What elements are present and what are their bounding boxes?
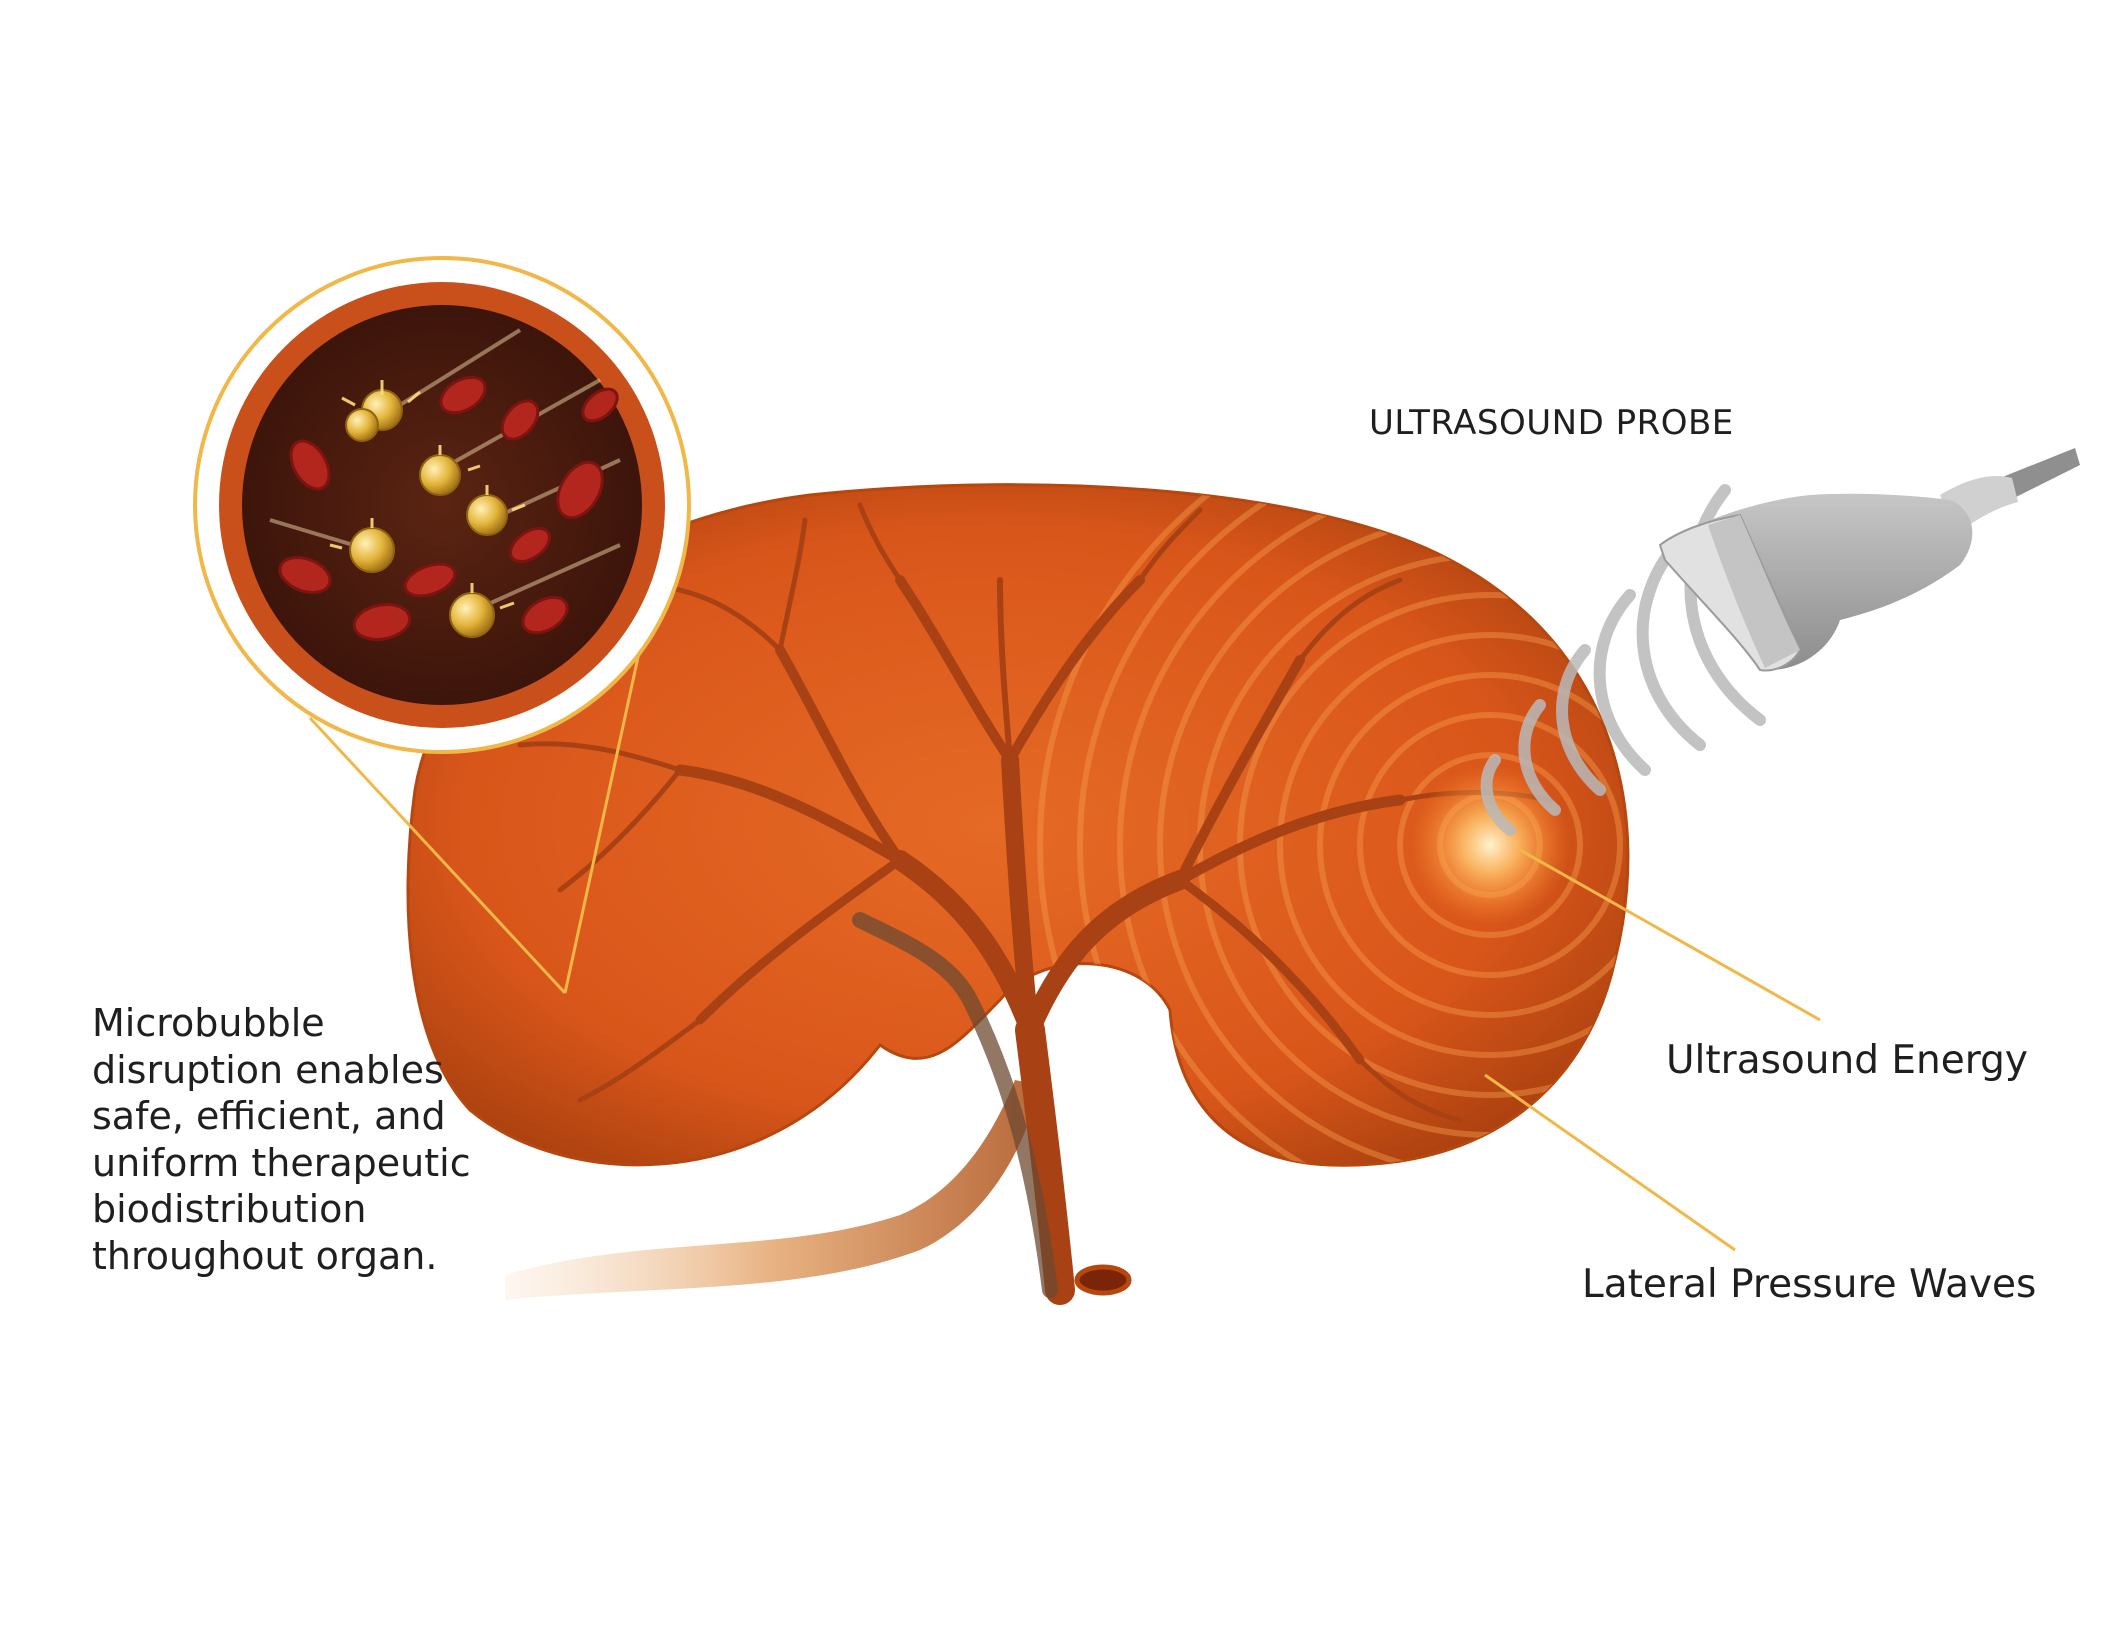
ultrasound-energy-arcs [1480, 484, 1766, 836]
magnified-vessel-icon [193, 256, 691, 754]
ultrasound-probe-icon [1658, 448, 2080, 672]
description-line: biodistribution [92, 1187, 367, 1231]
description-line: throughout organ. [92, 1233, 438, 1278]
kidney-illustration [406, 483, 1630, 1305]
microbubbles [345, 389, 508, 638]
artery-opening [1074, 1264, 1132, 1296]
probe-title: ULTRASOUND PROBE [1369, 403, 1734, 443]
renal-vein [852, 912, 1058, 1298]
description-line: disruption enables [92, 1047, 444, 1092]
focal-glow [1410, 765, 1570, 925]
lateral-pressure-waves-label: Lateral Pressure Waves [1582, 1262, 2037, 1307]
ultrasound-energy-label: Ultrasound Energy [1666, 1038, 2028, 1083]
description-line: uniform therapeutic [92, 1140, 471, 1185]
ureter [505, 1080, 1040, 1300]
description-line: Microbubble [92, 1001, 325, 1045]
renal-vessel-tree [517, 502, 1553, 1305]
microbubble-description: Microbubble disruption enables safe, eff… [92, 1000, 532, 1279]
red-blood-cells [278, 375, 619, 641]
callout-lines [308, 647, 1821, 1252]
description-line: safe, efficient, and [92, 1094, 446, 1138]
